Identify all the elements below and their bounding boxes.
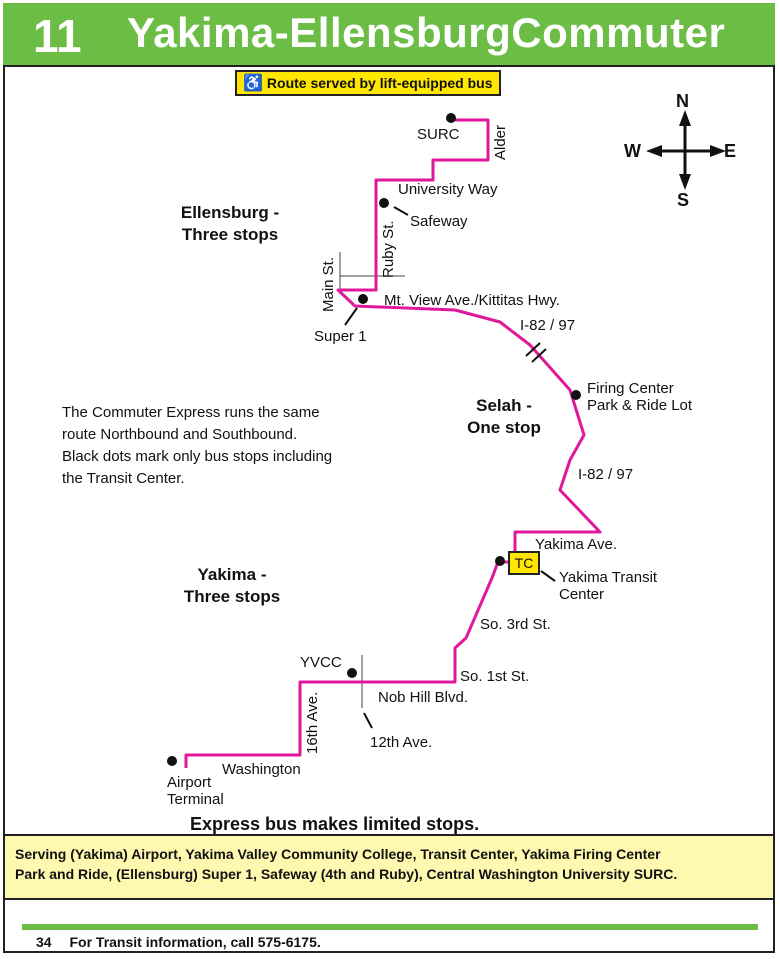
street-mt-view: Mt. View Ave./Kittitas Hwy. xyxy=(384,292,560,309)
route-header: 11 Yakima-EllensburgCommuter xyxy=(3,3,775,67)
note-line2: route Northbound and Southbound. xyxy=(62,426,298,443)
wheelchair-icon: ♿ xyxy=(243,75,263,92)
area-ellensburg-stops: Three stops xyxy=(181,225,279,244)
safeway-leader xyxy=(393,206,409,216)
firing-center-line1: Firing Center xyxy=(587,380,674,397)
stop-airport xyxy=(167,756,177,766)
compass-east: E xyxy=(724,141,737,161)
street-nob-hill: Nob Hill Blvd. xyxy=(378,689,469,706)
stop-super1 xyxy=(358,294,368,304)
lift-badge-text: Route served by lift-equipped bus xyxy=(266,75,493,91)
compass-rose xyxy=(646,110,726,190)
freeway-break-marks xyxy=(525,342,547,363)
serving-line2: Park and Ride, (Ellensburg) Super 1, Saf… xyxy=(15,866,678,882)
page-number: 34 xyxy=(36,934,52,950)
area-ellensburg: Ellensburg - Three stops xyxy=(160,202,300,246)
area-yakima-stops: Three stops xyxy=(183,587,281,606)
stop-label-safeway: Safeway xyxy=(410,213,468,230)
street-ruby: Ruby St. xyxy=(380,220,397,278)
stop-label-super1: Super 1 xyxy=(314,328,367,345)
route-note: The Commuter Express runs the same route… xyxy=(62,402,382,490)
compass-north: N xyxy=(676,91,689,111)
street-i82-north: I-82 / 97 xyxy=(520,317,576,334)
serving-box: Serving (Yakima) Airport, Yakima Valley … xyxy=(5,834,773,900)
stop-firing-center xyxy=(571,390,581,400)
stop-surc xyxy=(446,113,456,123)
stop-yvcc xyxy=(347,668,357,678)
area-yakima-name: Yakima - xyxy=(197,565,267,584)
stop-label-transit-center: Yakima Transit Center xyxy=(559,569,657,603)
super1-leader xyxy=(344,307,358,326)
lift-equipped-badge: ♿ Route served by lift-equipped bus xyxy=(235,70,501,96)
street-so-3rd: So. 3rd St. xyxy=(480,616,551,633)
stop-label-firing-center: Firing Center Park & Ride Lot xyxy=(587,380,692,414)
stop-label-surc: SURC xyxy=(417,126,460,143)
compass-south: S xyxy=(677,190,690,210)
compass-west: W xyxy=(624,141,641,161)
transit-center-badge: TC xyxy=(508,551,540,575)
street-16th: 16th Ave. xyxy=(304,691,321,754)
street-washington: Washington xyxy=(222,761,301,778)
transit-center-line1: Yakima Transit xyxy=(559,569,658,586)
airport-line1: Airport xyxy=(167,774,212,791)
area-selah-stops: One stop xyxy=(467,418,541,437)
transit-center-line2: Center xyxy=(559,586,605,603)
area-ellensburg-name: Ellensburg - xyxy=(180,203,280,222)
area-yakima: Yakima - Three stops xyxy=(162,564,302,608)
footer-divider xyxy=(22,924,758,930)
bus-route-line xyxy=(184,118,602,768)
note-line3: Black dots mark only bus stops including xyxy=(62,448,333,465)
street-i82-south: I-82 / 97 xyxy=(578,466,634,483)
serving-line1: Serving (Yakima) Airport, Yakima Valley … xyxy=(15,846,661,862)
footer-info: For Transit information, call 575-6175. xyxy=(69,934,321,950)
stop-label-yvcc: YVCC xyxy=(300,654,342,671)
street-main: Main St. xyxy=(320,256,337,312)
express-note: Express bus makes limited stops. xyxy=(190,814,480,834)
area-selah-name: Selah - xyxy=(476,396,532,415)
stop-label-airport: Airport Terminal xyxy=(167,774,224,808)
street-so-1st: So. 1st St. xyxy=(460,668,530,685)
street-alder: Alder xyxy=(492,124,509,160)
firing-center-line2: Park & Ride Lot xyxy=(587,397,693,414)
street-university-way: University Way xyxy=(398,181,498,198)
stop-transit-center xyxy=(495,556,505,566)
note-line4: the Transit Center. xyxy=(62,470,185,487)
street-yakima-ave: Yakima Ave. xyxy=(535,536,617,553)
footer: 34 For Transit information, call 575-617… xyxy=(36,934,321,950)
airport-line2: Terminal xyxy=(167,791,224,808)
area-selah: Selah - One stop xyxy=(444,395,564,439)
12th-leader xyxy=(363,712,373,729)
tc-leader xyxy=(540,570,556,582)
route-title: Yakima-EllensburgCommuter xyxy=(127,9,726,56)
route-number: 11 xyxy=(33,10,82,62)
stop-safeway xyxy=(379,198,389,208)
note-line1: The Commuter Express runs the same xyxy=(62,404,320,421)
street-12th: 12th Ave. xyxy=(370,734,433,751)
